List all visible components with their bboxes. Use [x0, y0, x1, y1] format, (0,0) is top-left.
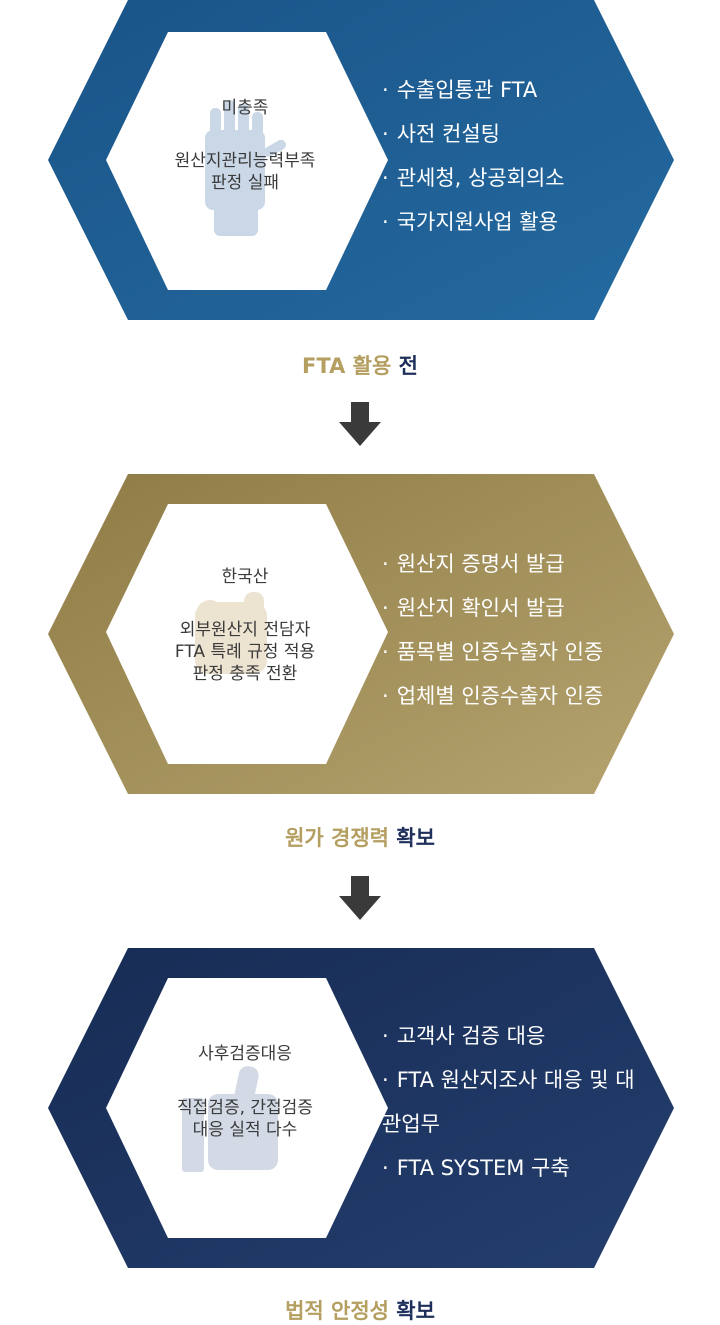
stage-bullet-list: ·고객사 검증 대응 ·FTA 원산지조사 대응 및 대관업무 ·FTA SYS…	[382, 1014, 644, 1190]
stage-inner-title: 한국산	[221, 567, 269, 587]
stage-cost-competitiveness: 한국산 외부원산지 전담자 FTA 특례 규정 적용 판정 충족 전환 ·원산지…	[0, 474, 720, 796]
thumbs-up-icon	[182, 1066, 278, 1172]
desc-line: 외부원산지 전담자	[179, 620, 311, 640]
desc-line: 대응 실적 다수	[192, 1120, 298, 1140]
bullet-item: ·업체별 인증수출자 인증	[382, 684, 604, 708]
stage-inner-desc: 원산지관리능력부족 판정 실패	[140, 150, 350, 194]
stage-inner-title: 미충족	[221, 98, 269, 118]
bullet-item: ·원산지 확인서 발급	[382, 596, 565, 620]
stage-inner-desc: 외부원산지 전담자 FTA 특례 규정 적용 판정 충족 전환	[140, 619, 350, 685]
stage-bullet-list: ·원산지 증명서 발급 ·원산지 확인서 발급 ·품목별 인증수출자 인증 ·업…	[382, 542, 712, 718]
stage-inner-title: 사후검증대응	[198, 1044, 292, 1064]
arrow-down-icon	[339, 876, 381, 920]
stage-caption: 법적 안정성 확보	[285, 1299, 435, 1323]
blue-hexagon-background	[48, 0, 674, 320]
bullet-item: ·품목별 인증수출자 인증	[382, 640, 604, 664]
bullet-item: ·고객사 검증 대응	[382, 1024, 546, 1048]
navy-hexagon-background	[48, 948, 674, 1268]
desc-line: 판정 충족 전환	[192, 664, 298, 684]
bullet-item: ·국가지원사업 활용	[382, 210, 558, 234]
hand-icon	[205, 100, 286, 236]
bullet-item: ·FTA 원산지조사 대응 및 대관업무	[382, 1068, 635, 1136]
stage-caption: 원가 경쟁력 확보	[285, 826, 435, 850]
bullet-item: ·FTA SYSTEM 구축	[382, 1156, 570, 1180]
bullet-item: ·원산지 증명서 발급	[382, 552, 565, 576]
stage-legal-stability: 사후검증대응 직접검증, 간접검증 대응 실적 다수 ·고객사 검증 대응 ·F…	[0, 948, 720, 1270]
desc-line: FTA 특례 규정 적용	[174, 642, 316, 662]
arrow-down-icon	[339, 402, 381, 446]
desc-line: 원산지관리능력부족	[174, 151, 316, 171]
bullet-item: ·수출입통관 FTA	[382, 78, 538, 102]
stage-caption: FTA 활용 전	[302, 354, 418, 378]
desc-line: 직접검증, 간접검증	[177, 1098, 313, 1118]
stage-bullet-list: ·수출입통관 FTA ·사전 컨설팅 ·관세청, 상공회의소 ·국가지원사업 활…	[382, 68, 712, 244]
stage-inner-desc: 직접검증, 간접검증 대응 실적 다수	[140, 1097, 350, 1141]
stage-before-fta: 미충족 원산지관리능력부족 판정 실패 ·수출입통관 FTA ·사전 컨설팅 ·…	[0, 0, 720, 322]
ok-hand-icon	[195, 592, 267, 674]
bullet-item: ·사전 컨설팅	[382, 122, 500, 146]
desc-line: 판정 실패	[211, 173, 279, 193]
bullet-item: ·관세청, 상공회의소	[382, 166, 565, 190]
gold-hexagon-background	[48, 474, 674, 794]
